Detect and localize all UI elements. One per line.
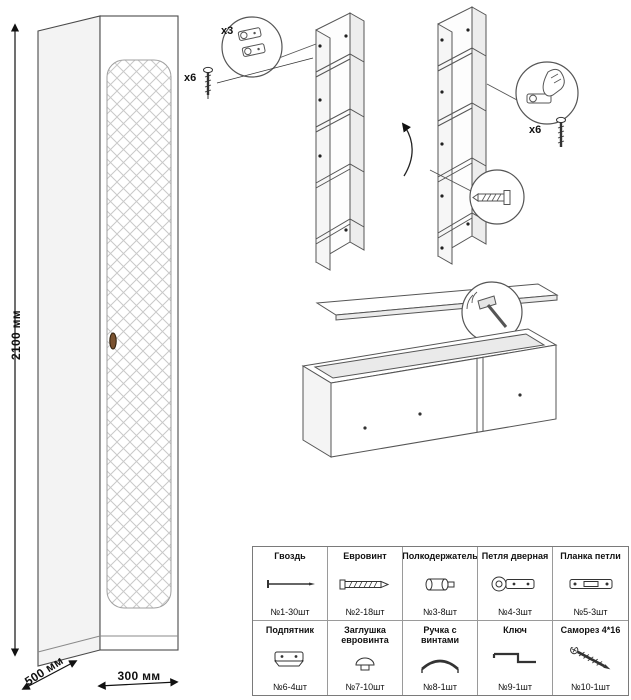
hammer-icon bbox=[477, 295, 497, 310]
shelf-support-icon bbox=[411, 561, 469, 607]
table-cell: Евровинт №2-18шт bbox=[328, 547, 403, 621]
nail-icon bbox=[261, 561, 319, 607]
table-cell: Подпятник №6-4шт bbox=[253, 621, 328, 695]
part-name: Подпятник bbox=[265, 625, 315, 635]
part-qty: №9-1шт bbox=[497, 682, 532, 692]
exploded-panel-left bbox=[315, 12, 365, 271]
dimension-height-label: 2100 мм bbox=[9, 310, 23, 360]
table-cell: Ручка с винтами №8-1шт bbox=[403, 621, 478, 695]
hinge-callout bbox=[221, 16, 317, 78]
part-qty: №10-1шт bbox=[570, 682, 610, 692]
hinges-qty-label: x3 bbox=[221, 25, 234, 37]
dimension-width-label: 300 мм bbox=[117, 669, 161, 683]
part-name: Ключ bbox=[503, 625, 527, 635]
part-name: Ручка с винтами bbox=[420, 625, 460, 646]
part-qty: №1-30шт bbox=[270, 607, 310, 617]
part-name: Гвоздь bbox=[274, 551, 306, 561]
part-name: Саморез 4*16 bbox=[560, 625, 621, 635]
door-hinge-icon bbox=[486, 561, 544, 607]
part-name: Петля дверная bbox=[481, 551, 549, 561]
part-qty: №8-1шт bbox=[422, 682, 457, 692]
dimension-lines bbox=[10, 23, 179, 690]
part-qty: №3-8шт bbox=[422, 607, 457, 617]
hand-icon bbox=[542, 68, 565, 97]
cap-icon bbox=[336, 646, 394, 682]
table-cell: Ключ №9-1шт bbox=[478, 621, 553, 695]
part-name: Полкодержатель bbox=[403, 551, 478, 561]
wardrobe-drawing bbox=[37, 15, 179, 667]
foot-icon bbox=[261, 635, 319, 682]
screw-callout-left bbox=[203, 57, 314, 99]
table-cell: Полкодержатель №3-8шт bbox=[403, 547, 478, 621]
part-name: Евровинт bbox=[343, 551, 387, 561]
part-qty: №7-10шт bbox=[345, 682, 385, 692]
euroscrew-icon bbox=[336, 561, 394, 607]
table-cell: Планка петли №5-3шт bbox=[553, 547, 628, 621]
part-name: Планка петли bbox=[560, 551, 621, 561]
hinge-plate-icon bbox=[562, 561, 620, 607]
part-qty: №6-4шт bbox=[272, 682, 307, 692]
table-cell: Заглушка евровинта №7-10шт bbox=[328, 621, 403, 695]
rotate-arrow bbox=[401, 122, 413, 177]
part-qty: №5-3шт bbox=[573, 607, 608, 617]
part-qty: №2-18шт bbox=[345, 607, 385, 617]
handle-icon bbox=[411, 646, 469, 682]
door-handle bbox=[109, 332, 117, 350]
table-cell: Петля дверная №4-3шт bbox=[478, 547, 553, 621]
euroscrew-callout bbox=[429, 169, 525, 225]
screws-right-qty-label: x6 bbox=[529, 124, 542, 136]
hinge-press-callout bbox=[486, 61, 579, 125]
key-icon bbox=[486, 635, 544, 682]
table-cell: Гвоздь №1-30шт bbox=[253, 547, 328, 621]
hammer-callout bbox=[461, 281, 523, 343]
exploded-panel-right bbox=[437, 6, 487, 265]
parts-table: Гвоздь №1-30шт Евровинт bbox=[252, 546, 629, 696]
screws-left-qty-label: x6 bbox=[184, 72, 197, 84]
part-qty: №4-3шт bbox=[497, 607, 532, 617]
part-name: Заглушка евровинта bbox=[341, 625, 389, 646]
table-cell: Саморез 4*16 bbox=[553, 621, 628, 695]
screw-icon bbox=[562, 635, 620, 682]
carcass-box-drawing bbox=[301, 328, 558, 458]
screw-callout-right bbox=[556, 116, 566, 147]
